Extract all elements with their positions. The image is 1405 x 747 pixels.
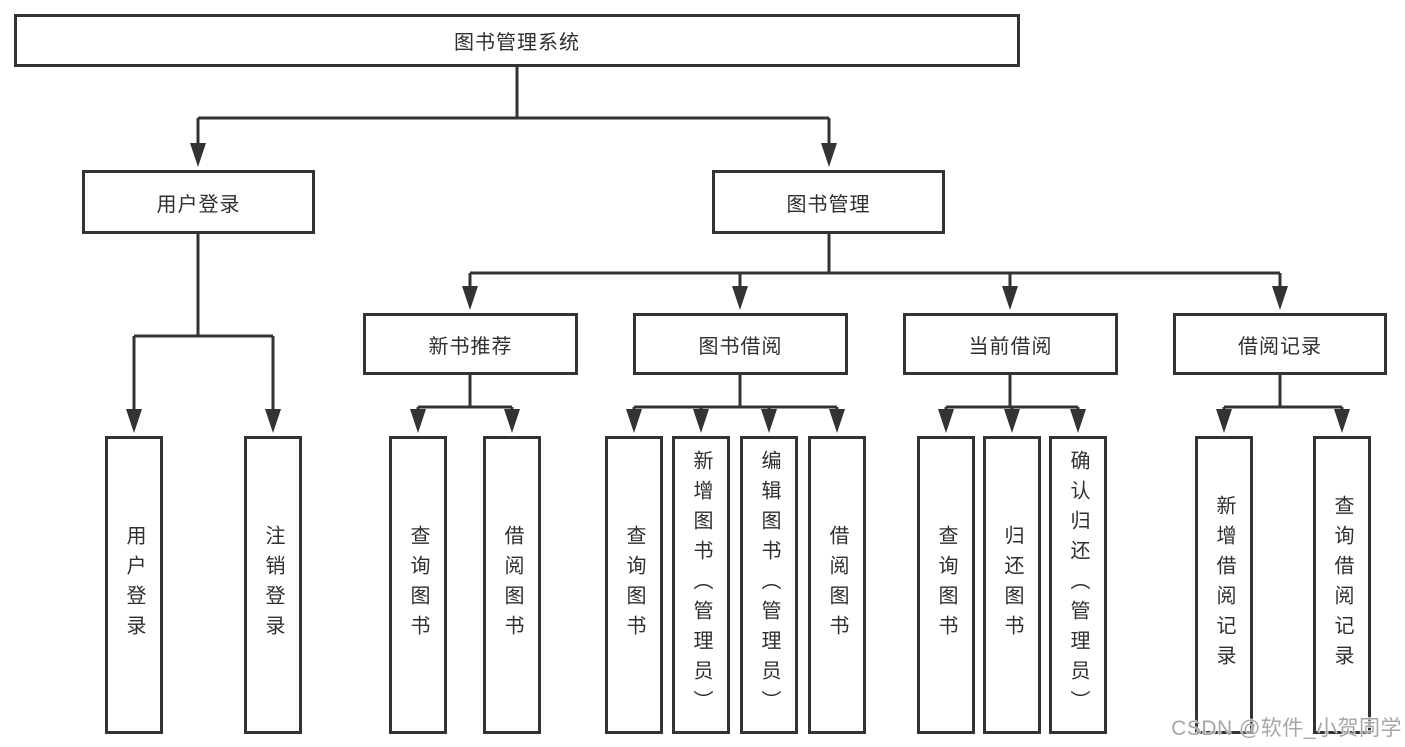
node-label: 图书借阅	[698, 335, 783, 358]
node-label: 查询图书	[935, 525, 957, 645]
node-label: 归还图书	[1001, 525, 1023, 645]
node-label: 注销登录	[262, 525, 284, 645]
node-borrow-books-recommend: 借阅图书	[483, 436, 541, 734]
node-return-book: 归还图书	[983, 436, 1041, 734]
connector-user-login-to-leaves	[132, 233, 275, 411]
arrow-down-icon	[821, 143, 837, 167]
node-label: 当前借阅	[968, 335, 1053, 358]
node-query-books-current: 查询图书	[917, 436, 975, 734]
node-label: 确认归还（管理员）	[1067, 450, 1089, 720]
node-query-books-recommend: 查询图书	[389, 436, 447, 734]
arrow-down-icon	[732, 286, 748, 310]
connector-new-book-recommend-to-leaves	[416, 375, 514, 411]
node-label: 新增图书（管理员）	[690, 450, 712, 720]
arrow-down-icon	[410, 409, 426, 433]
node-borrow-books: 借阅图书	[808, 436, 866, 734]
connector-book-management-to-level3	[468, 234, 1282, 288]
arrow-down-icon	[1070, 409, 1086, 433]
node-label: 用户登录	[156, 193, 241, 216]
node-logout: 注销登录	[244, 436, 302, 734]
node-label: 图书管理系统	[454, 32, 580, 54]
node-label: 查询图书	[407, 525, 429, 645]
node-borrow-records: 借阅记录	[1173, 313, 1387, 375]
arrow-down-icon	[1002, 286, 1018, 310]
arrow-down-icon	[761, 409, 777, 433]
node-label: 新书推荐	[428, 335, 513, 358]
arrow-down-icon	[1004, 409, 1020, 433]
csdn-watermark: CSDN @软件_小贺同学	[1171, 717, 1402, 740]
node-user-login-leaf: 用户登录	[105, 436, 163, 734]
node-label: 借阅记录	[1238, 335, 1322, 358]
node-label: 查询图书	[623, 525, 645, 645]
arrow-down-icon	[938, 409, 954, 433]
node-book-management: 图书管理	[712, 170, 945, 234]
node-label: 编辑图书（管理员）	[758, 450, 780, 720]
node-confirm-return-admin: 确认归还（管理员）	[1049, 436, 1107, 734]
node-user-login: 用户登录	[82, 170, 315, 234]
connector-root-to-level2	[196, 67, 831, 145]
node-label: 图书管理	[786, 193, 871, 216]
connector-current-borrow-to-leaves	[944, 375, 1080, 411]
node-book-management-system: 图书管理系统	[14, 14, 1020, 67]
arrow-down-icon	[1272, 286, 1288, 310]
arrow-down-icon	[829, 409, 845, 433]
node-add-book-admin: 新增图书（管理员）	[672, 436, 730, 734]
node-label: 借阅图书	[501, 525, 523, 645]
arrow-down-icon	[504, 409, 520, 433]
arrow-down-icon	[693, 409, 709, 433]
arrow-down-icon	[626, 409, 642, 433]
arrow-down-icon	[462, 286, 478, 310]
connector-book-borrow-to-leaves	[632, 375, 839, 411]
node-label: 新增借阅记录	[1213, 495, 1235, 675]
arrow-down-icon	[1216, 409, 1232, 433]
node-label: 借阅图书	[826, 525, 848, 645]
node-current-borrow: 当前借阅	[903, 313, 1118, 375]
node-query-borrow-record: 查询借阅记录	[1313, 436, 1371, 734]
arrow-down-icon	[265, 409, 281, 433]
node-label: 用户登录	[123, 525, 145, 645]
node-new-book-recommend: 新书推荐	[363, 313, 578, 375]
node-edit-book-admin: 编辑图书（管理员）	[740, 436, 798, 734]
node-add-borrow-record: 新增借阅记录	[1195, 436, 1253, 734]
arrow-down-icon	[190, 143, 206, 167]
node-label: 查询借阅记录	[1331, 495, 1353, 675]
arrow-down-icon	[1334, 409, 1350, 433]
node-query-books-borrow: 查询图书	[605, 436, 663, 734]
node-book-borrow: 图书借阅	[633, 313, 848, 375]
connector-borrow-records-to-leaves	[1222, 375, 1344, 411]
arrow-down-icon	[126, 409, 142, 433]
